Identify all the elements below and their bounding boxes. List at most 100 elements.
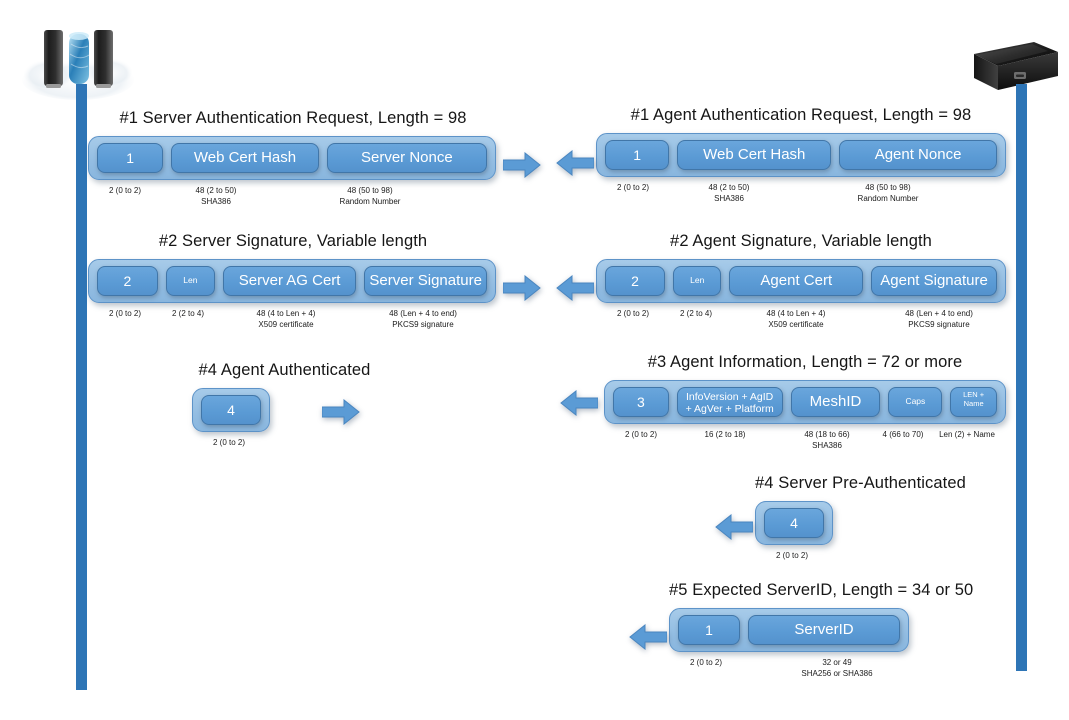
arrow-left-icon xyxy=(560,390,598,416)
annotation-line: 2 (0 to 2) xyxy=(108,186,142,195)
packet-field-label: MeshID xyxy=(809,393,862,411)
arrow-left-icon xyxy=(556,150,594,176)
arrow-left-icon xyxy=(629,624,667,650)
annotation: 48 (50 to 98)Random Number xyxy=(340,185,401,207)
annotation-line: X509 certificate xyxy=(768,320,824,329)
packet-field: 2 xyxy=(97,266,158,296)
message-title: #4 Agent Authenticated xyxy=(198,361,371,379)
packet-container: 1 Web Cert Hash Agent Nonce xyxy=(596,133,1006,177)
arrow-right-icon xyxy=(503,152,541,178)
message-title: #5 Expected ServerID, Length = 34 or 50 xyxy=(669,581,974,599)
arrow-left-icon xyxy=(556,275,594,301)
packet-field: Agent Nonce xyxy=(839,140,997,170)
packet-field-label: Len xyxy=(183,275,198,286)
annotation-line: 16 (2 to 18) xyxy=(704,430,746,439)
annotation: Len (2) + Name xyxy=(939,429,995,440)
message-title: #3 Agent Information, Length = 72 or mor… xyxy=(647,353,963,371)
annotation-line: X509 certificate xyxy=(258,320,314,329)
packet-field-label: Caps xyxy=(905,396,926,407)
packet-field-label: Web Cert Hash xyxy=(193,149,297,167)
annotation-line: 48 (Len + 4 to end) xyxy=(389,309,457,318)
annotation-line: 48 (50 to 98) xyxy=(347,186,393,195)
packet-field-label: Agent Cert xyxy=(760,272,833,290)
packet-annotations: 2 (0 to 2) 48 (2 to 50)SHA386 48 (50 to 98… xyxy=(88,185,496,215)
packet-container: 3 InfoVersion + AgID+ AgVer + Platform Mes… xyxy=(604,380,1006,424)
annotation: 2 (2 to 4) xyxy=(680,308,712,319)
annotation-line: 2 (0 to 2) xyxy=(616,309,650,318)
packet-field: InfoVersion + AgID+ AgVer + Platform xyxy=(676,387,783,417)
device-icon xyxy=(962,36,1062,98)
packet-field-label: Server Signature xyxy=(369,272,482,290)
annotation: 48 (2 to 50)SHA386 xyxy=(196,185,237,207)
annotation-line: 48 (4 to Len + 4) xyxy=(256,309,316,318)
annotation: 4 (66 to 70) xyxy=(883,429,924,440)
annotation-line: 2 (2 to 4) xyxy=(171,309,205,318)
message-title: #1 Server Authentication Request, Length… xyxy=(119,109,467,127)
message-m1-agent-auth-request: #1 Agent Authentication Request, Length … xyxy=(596,105,1006,212)
packet-field: 1 xyxy=(678,615,741,645)
packet-field: Caps xyxy=(888,387,943,417)
annotation: 2 (0 to 2) xyxy=(213,437,245,448)
arrow-left-icon xyxy=(715,514,753,540)
annotation: 48 (18 to 66)SHA386 xyxy=(804,429,849,451)
annotation-line: 2 (0 to 2) xyxy=(775,551,809,560)
annotation-line: PKCS9 signature xyxy=(908,320,970,329)
annotation: 2 (0 to 2) xyxy=(625,429,657,440)
annotation-line: 2 (0 to 2) xyxy=(689,658,723,667)
packet-field-label: 3 xyxy=(636,393,645,410)
message-m1-server-auth-request: #1 Server Authentication Request, Length… xyxy=(88,108,498,215)
packet-field-label: 1 xyxy=(633,146,642,163)
packet-field-label: Len xyxy=(690,275,705,286)
packet-field-label: 4 xyxy=(790,514,798,531)
annotation: 48 (Len + 4 to end)PKCS9 signature xyxy=(905,308,973,330)
packet-field-label: 1 xyxy=(705,621,713,638)
annotation: 48 (50 to 98)Random Number xyxy=(858,182,919,204)
packet-field-label: Web Cert Hash xyxy=(703,146,806,164)
packet-field: MeshID xyxy=(790,387,881,417)
annotation-line: 2 (2 to 4) xyxy=(679,309,713,318)
annotation: 48 (2 to 50)SHA386 xyxy=(709,182,750,204)
message-title: #2 Server Signature, Variable length xyxy=(158,232,428,250)
packet-field: Agent Cert xyxy=(729,266,864,296)
packet-container: 4 xyxy=(755,501,833,545)
packet-container: 2 Len Agent Cert Agent Signature xyxy=(596,259,1006,303)
packet-field-label: + AgVer + Platform xyxy=(685,403,774,416)
packet-field: Len xyxy=(165,266,215,296)
annotation-line: SHA386 xyxy=(714,194,744,203)
annotation-line: 2 (0 to 2) xyxy=(108,309,142,318)
packet-field: 1 xyxy=(605,140,670,170)
message-title: #2 Agent Signature, Variable length xyxy=(670,232,932,250)
packet-field: 4 xyxy=(764,508,824,538)
packet-field: LEN +Name xyxy=(950,387,997,417)
packet-field: Server Signature xyxy=(364,266,487,296)
message-m3-agent-information: #3 Agent Information, Length = 72 or mor… xyxy=(604,352,1006,459)
packet-field: 4 xyxy=(201,395,261,425)
annotation: 2 (0 to 2) xyxy=(617,308,649,319)
annotation: 2 (0 to 2) xyxy=(617,182,649,193)
packet-annotations: 2 (0 to 2) 2 (2 to 4) 48 (4 to Len + 4) X50… xyxy=(88,308,496,338)
packet-field: Agent Signature xyxy=(871,266,998,296)
arrow-right-icon xyxy=(503,275,541,301)
annotation: 2 (0 to 2) xyxy=(109,308,141,319)
annotation-line: 2 (0 to 2) xyxy=(624,430,658,439)
packet-field: Server Nonce xyxy=(326,143,487,173)
annotation-line: 2 (0 to 2) xyxy=(212,438,246,447)
packet-field: Web Cert Hash xyxy=(171,143,319,173)
annotation-line: Len (2) + Name xyxy=(939,430,995,439)
packet-annotations: 2 (0 to 2)2 (2 to 4)48 (4 to Len + 4)X50… xyxy=(596,308,1006,338)
annotation: 48 (4 to Len + 4) X509 certificate xyxy=(257,308,316,330)
packet-field: Web Cert Hash xyxy=(677,140,832,170)
packet-field-label: 4 xyxy=(227,401,235,418)
packet-field-label: Server AG Cert xyxy=(238,272,341,290)
message-m5-expected-serverid: #5 Expected ServerID, Length = 34 or 50 1… xyxy=(669,580,974,687)
packet-field: Server AG Cert xyxy=(222,266,357,296)
packet-field-label: Agent Nonce xyxy=(874,146,962,164)
packet-field: 2 xyxy=(605,266,666,296)
